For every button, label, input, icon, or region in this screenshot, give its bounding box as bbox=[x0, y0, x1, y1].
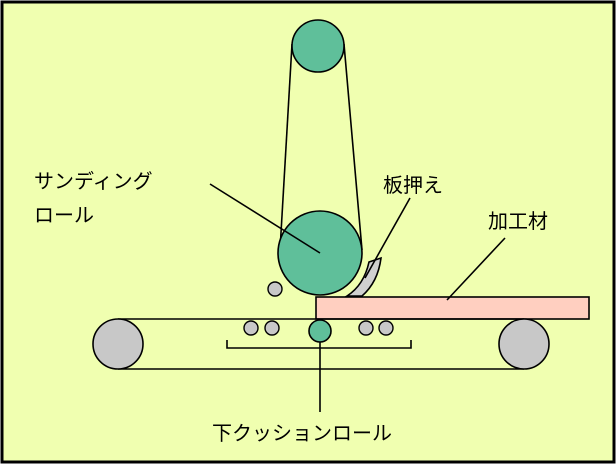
label-lower-cushion-roll: 下クッションロール bbox=[212, 421, 392, 445]
label-sanding-roll-2: ロール bbox=[34, 203, 94, 227]
label-sanding-roll-1: サンディング bbox=[34, 169, 153, 193]
leader-sanding-roll bbox=[209, 183, 321, 254]
leader-plate-presser bbox=[364, 197, 411, 279]
workpiece bbox=[315, 296, 590, 320]
leader-workpiece bbox=[446, 237, 506, 301]
label-workpiece: 加工材 bbox=[488, 209, 548, 233]
sanding-belt bbox=[279, 43, 363, 251]
support-roll bbox=[378, 320, 394, 336]
top-idler-roll bbox=[291, 19, 345, 73]
lower-cushion-roll bbox=[308, 319, 332, 343]
guide-roll bbox=[267, 281, 283, 297]
support-roll bbox=[243, 320, 259, 336]
conveyor-roll-left bbox=[92, 318, 144, 370]
roll-bracket bbox=[226, 340, 412, 349]
conveyor-roll-right bbox=[498, 318, 550, 370]
conveyor-belt bbox=[118, 318, 524, 370]
support-roll bbox=[358, 320, 374, 336]
label-plate-presser: 板押え bbox=[383, 173, 443, 197]
plate-presser bbox=[344, 256, 382, 297]
support-roll bbox=[264, 320, 280, 336]
